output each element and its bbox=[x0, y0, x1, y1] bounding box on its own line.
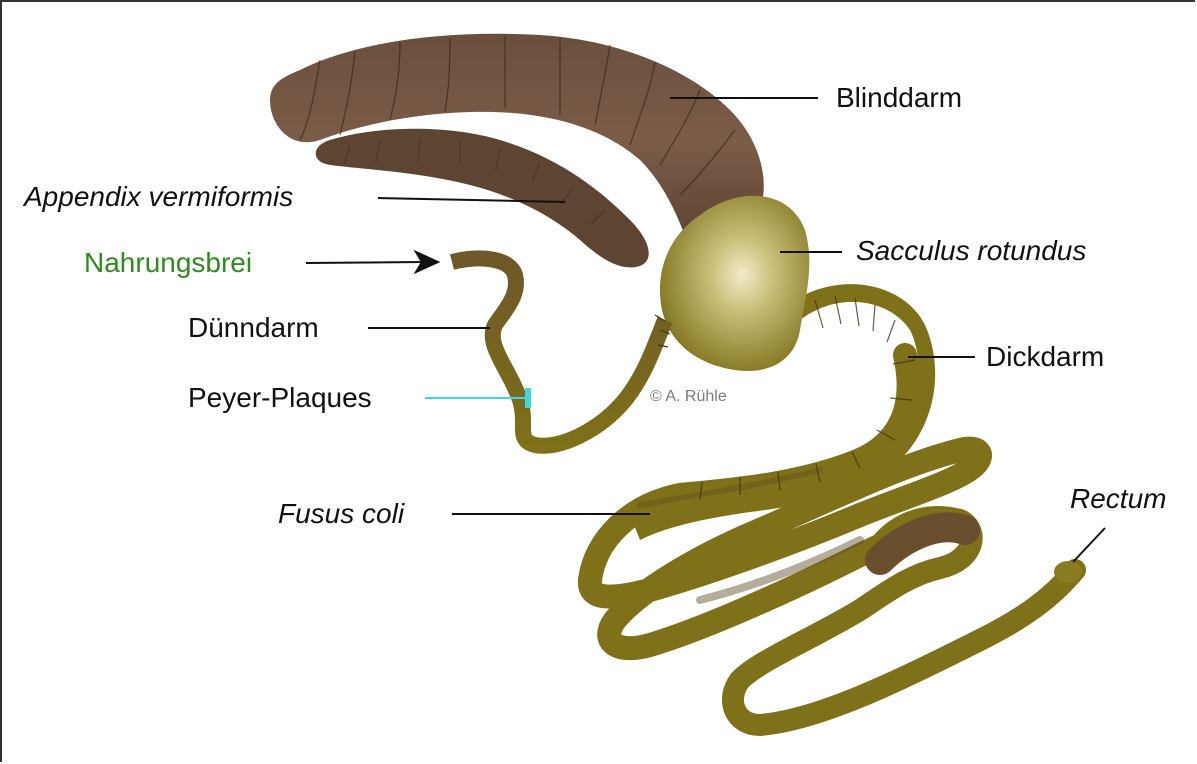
colon-loops bbox=[590, 355, 1075, 725]
duenndarm bbox=[452, 258, 670, 445]
label-blinddarm: Blinddarm bbox=[836, 84, 962, 112]
label-dickdarm: Dickdarm bbox=[986, 343, 1104, 371]
label-peyer-plaques: Peyer-Plaques bbox=[188, 384, 372, 412]
label-fusus-coli: Fusus coli bbox=[278, 500, 404, 528]
label-duenndarm: Dünndarm bbox=[188, 314, 319, 342]
leader-rectum bbox=[1073, 528, 1105, 562]
label-appendix-vermiformis: Appendix vermiformis bbox=[24, 183, 293, 211]
leader-nahrungsbrei bbox=[306, 262, 425, 263]
label-nahrungsbrei: Nahrungsbrei bbox=[84, 249, 252, 277]
appendix bbox=[316, 129, 649, 268]
label-rectum: Rectum bbox=[1070, 485, 1166, 513]
peyer-plaques-marker bbox=[525, 388, 531, 408]
copyright-text: © A. Rühle bbox=[650, 388, 727, 406]
rectum-end bbox=[1054, 561, 1082, 583]
label-sacculus-rotundus: Sacculus rotundus bbox=[856, 237, 1086, 265]
